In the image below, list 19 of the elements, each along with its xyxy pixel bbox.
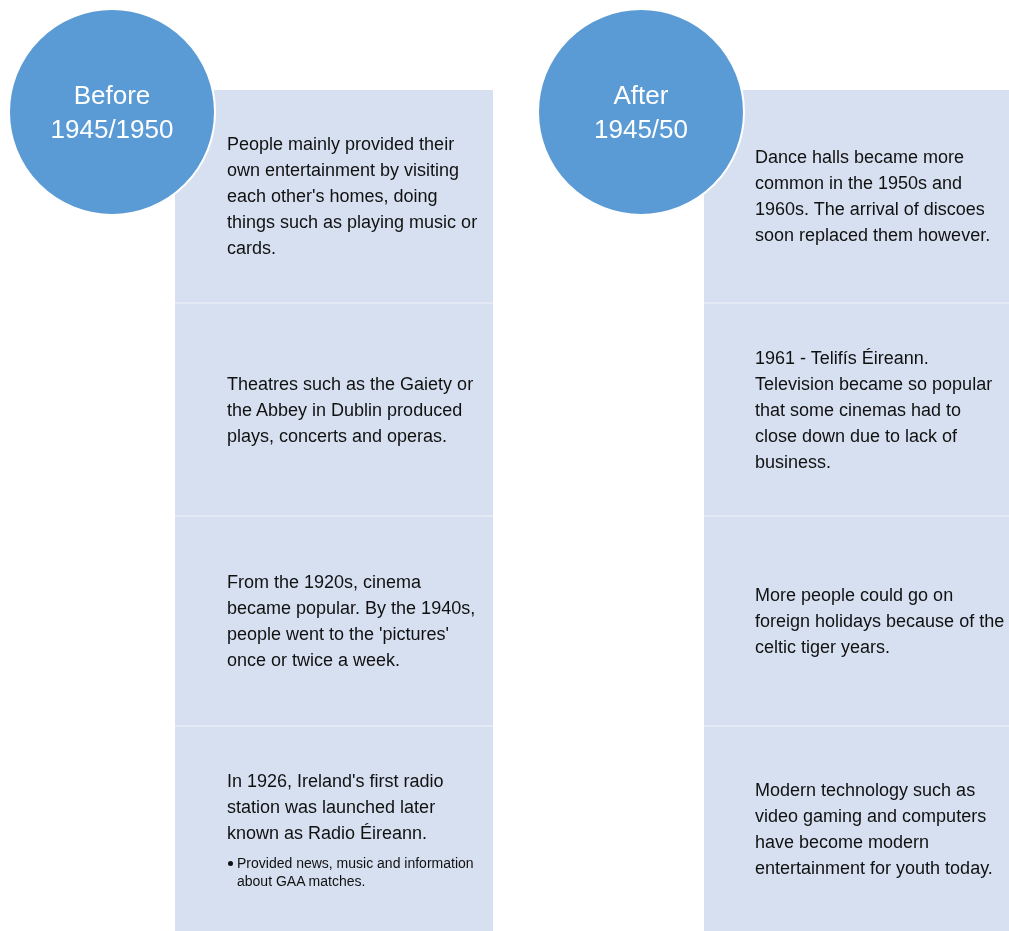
text-band: [175, 90, 493, 302]
band-text: People mainly provided their own entertainment by visiting each other's homes, doing things such as playing music or cards.: [227, 133, 479, 260]
text-band: [175, 725, 493, 931]
text-band: [704, 302, 1009, 515]
band-text: More people could go on foreign holidays because of the celtic tiger years.: [755, 584, 1005, 659]
heading-text: After 1945/50: [593, 79, 689, 146]
text-band: [704, 90, 1009, 302]
band-text: Dance halls became more common in the 1950s and 1960s. The arrival of discoes soon replaced them however.: [755, 146, 992, 247]
text-band: [175, 515, 493, 725]
heading-text: Before 1945/1950: [49, 79, 175, 146]
band-text: Modern technology such as video gaming and computers have become modern entertainment for youth today.: [755, 779, 994, 880]
bullet-text: Provided news, music and information about GAA matches.: [237, 855, 474, 889]
text-band: [704, 515, 1009, 725]
band-text: 1961 - Telifís Éireann. Television became so popular that some cinemas had to close down due to lack of business.: [755, 346, 994, 474]
band-text: From the 1920s, cinema became popular. By the 1940s, people went to the 'pictures' once or twice a week.: [227, 571, 477, 672]
band-text: Theatres such as the Gaiety or the Abbey in Dublin produced plays, concerts and operas.: [227, 372, 475, 448]
text-band: [704, 725, 1009, 931]
band-text: In 1926, Ireland's first radio station was launched later known as Radio Éireann.: [227, 770, 445, 845]
text-band: [175, 302, 493, 515]
